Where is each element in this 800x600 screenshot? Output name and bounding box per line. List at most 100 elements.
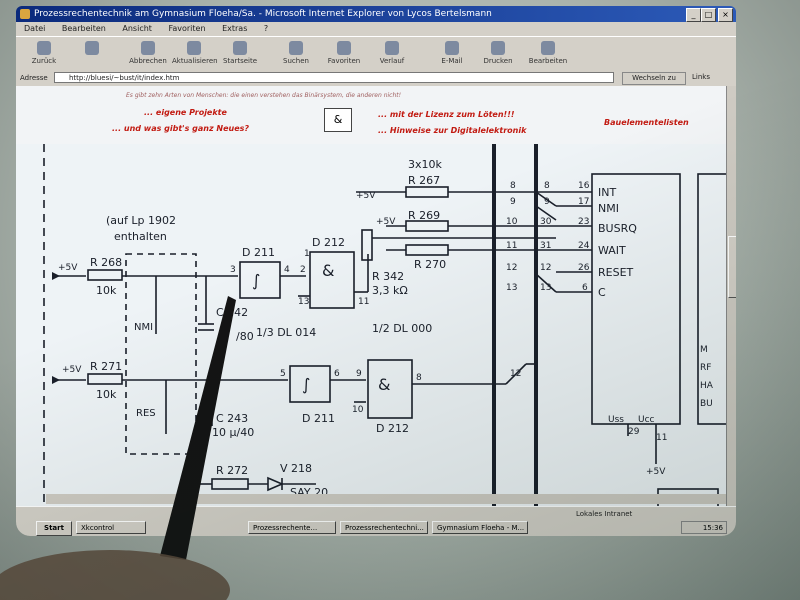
bus-right-13: 13 [540, 283, 551, 293]
forward-button[interactable] [70, 39, 114, 69]
close-button[interactable]: × [718, 8, 733, 22]
link-bauelementelisten[interactable]: Bauelementelisten [604, 118, 689, 127]
sig-nmi: NMI [598, 202, 619, 215]
schematic-frame: (auf Lp 1902 enthalten 3x10k +5V +5V +5V… [16, 144, 726, 506]
menu-ansicht[interactable]: Ansicht [122, 24, 152, 33]
res-switch-label: RES [136, 408, 156, 419]
mail-button[interactable]: E-Mail [430, 39, 474, 69]
bus-left-8: 8 [510, 181, 516, 191]
menu-help[interactable]: ? [263, 24, 269, 33]
cpu-pin-6: 6 [582, 283, 588, 293]
favorites-button[interactable]: Favoriten [322, 39, 366, 69]
print-button[interactable]: Drucken [476, 39, 520, 69]
pin-6: 6 [334, 369, 340, 379]
r271-value: 10k [96, 388, 117, 401]
link-eigene-projekte[interactable]: ... eigene Projekte [144, 108, 227, 117]
back-button[interactable]: Zurück [22, 39, 66, 69]
c242-value: /80 [236, 330, 254, 343]
link-digitalelektronik[interactable]: ... Hinweise zur Digitalelektronik [378, 126, 527, 135]
maximize-button[interactable]: □ [701, 8, 716, 22]
task-prozessrechente-2[interactable]: Prozessrechentechni... [340, 521, 428, 534]
bus-right-8: 8 [544, 181, 550, 191]
pin-11: 11 [358, 297, 369, 307]
pin-9: 9 [356, 369, 362, 379]
bus-right-30: 30 [540, 217, 552, 227]
bus-left-11: 11 [506, 241, 517, 251]
home-icon [233, 41, 247, 55]
sig-busrq: BUSRQ [598, 222, 637, 235]
address-label: Adresse [20, 74, 48, 82]
horizontal-scrollbar[interactable] [46, 494, 726, 504]
supply-top: +5V [356, 191, 376, 201]
sig-reset: RESET [598, 266, 634, 279]
r272-label: R 272 [216, 464, 248, 477]
home-button[interactable]: Startseite [218, 39, 262, 69]
mail-icon [445, 41, 459, 55]
nmi-switch-label: NMI [134, 322, 153, 333]
refresh-button[interactable]: Aktualisieren [172, 39, 218, 69]
cpu-side-bu: BU [700, 399, 713, 409]
window-titlebar: Prozessrechentechnik am Gymnasium Floeha… [16, 6, 736, 22]
r342-value: 3,3 kΩ [372, 284, 408, 297]
search-button[interactable]: Suchen [274, 39, 318, 69]
task-prozessrechente-1[interactable]: Prozessrechente... [248, 521, 336, 534]
minimize-button[interactable]: _ [686, 8, 701, 22]
trigger-symbol-b: ∫ [302, 375, 310, 394]
pin-11-cpu: 11 [656, 433, 667, 443]
r267-label: R 267 [408, 174, 440, 187]
c243-label: C 243 [216, 412, 248, 425]
cpu-side-rf: RF [700, 363, 711, 373]
menu-extras[interactable]: Extras [222, 24, 248, 33]
cpu-side-ha: HA [700, 381, 714, 391]
links-button[interactable]: Links [692, 73, 710, 81]
link-loeten[interactable]: ... mit der Lizenz zum Löten!!! [378, 110, 515, 119]
bus-left-9: 9 [510, 197, 516, 207]
note-line2: enthalten [114, 230, 167, 243]
pin-12: 12 [510, 369, 521, 379]
taskbar: Lokales Intranet Start Xkcontrol Prozess… [16, 506, 736, 536]
v218-label: V 218 [280, 462, 312, 475]
history-button[interactable]: Verlauf [370, 39, 414, 69]
supply-left-bottom: +5V [62, 365, 82, 375]
menu-favoriten[interactable]: Favoriten [168, 24, 206, 33]
sig-c: C [598, 286, 606, 299]
pin-3: 3 [230, 265, 236, 275]
scroll-thumb[interactable] [728, 236, 736, 298]
task-gymnasium-floeha[interactable]: Gymnasium Floeha - M... [432, 521, 528, 534]
vertical-scrollbar[interactable] [726, 86, 736, 506]
pin-5: 5 [280, 369, 286, 379]
stop-icon [141, 41, 155, 55]
edit-button[interactable]: Bearbeiten [526, 39, 570, 69]
toolbar: Zurück Abbrechen Aktualisieren Startseit… [16, 36, 736, 72]
start-button[interactable]: Start [36, 521, 72, 536]
d212a-label: D 212 [312, 236, 345, 249]
address-input[interactable]: http://bluesi/~bust/it/index.htm [54, 72, 614, 83]
cpu-side-m: M [700, 345, 708, 355]
window-title: Prozessrechentechnik am Gymnasium Floeha… [34, 9, 492, 19]
note-line1: (auf Lp 1902 [106, 214, 176, 227]
search-icon [289, 41, 303, 55]
menu-bearbeiten[interactable]: Bearbeiten [61, 24, 106, 33]
print-icon [491, 41, 505, 55]
supply-left-top: +5V [58, 263, 78, 273]
task-xkcontrol[interactable]: Xkcontrol [76, 521, 146, 534]
and-gate-logo: & [324, 108, 352, 132]
r268-label: R 268 [90, 256, 122, 269]
stop-button[interactable]: Abbrechen [126, 39, 170, 69]
link-was-neues[interactable]: ... und was gibt's ganz Neues? [112, 124, 250, 133]
pin-10: 10 [352, 405, 364, 415]
menu-bar: Datei Bearbeiten Ansicht Favoriten Extra… [16, 22, 736, 36]
r342-label: R 342 [372, 270, 404, 283]
forward-arrow-icon [85, 41, 99, 55]
address-bar: Adresse http://bluesi/~bust/it/index.htm… [16, 70, 736, 86]
zone-label: Lokales Intranet [576, 510, 633, 518]
r270-label: R 270 [414, 258, 446, 271]
bus-left-13: 13 [506, 283, 517, 293]
menu-datei[interactable]: Datei [24, 24, 46, 33]
bus-right-12: 12 [540, 263, 551, 273]
cpu-pin-26: 26 [578, 263, 590, 273]
and-symbol-a: & [322, 261, 334, 280]
r269-label: R 269 [408, 209, 440, 222]
go-button[interactable]: Wechseln zu [622, 72, 686, 85]
